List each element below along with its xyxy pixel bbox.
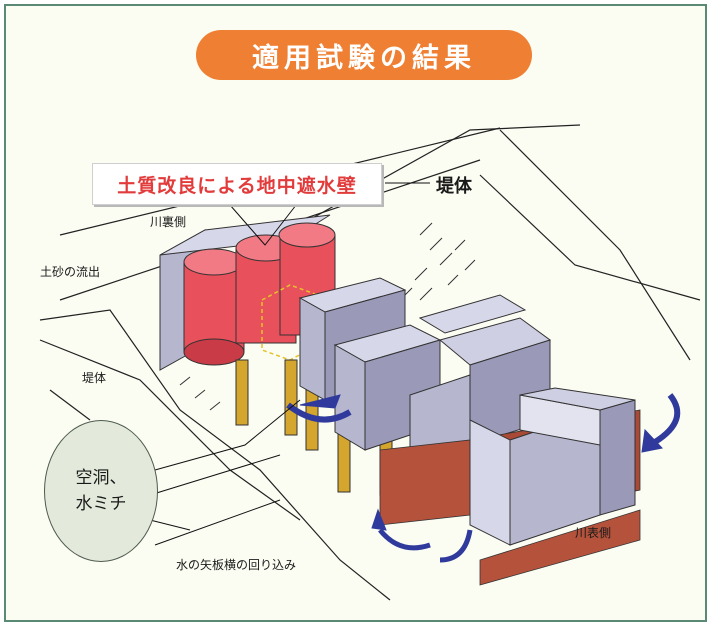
improvement-cylinders [183,222,336,366]
bubble-line-1: 空洞、 [75,468,127,488]
label-landside: 川裏側 [150,215,187,229]
label-riverside: 川表側 [575,526,612,540]
flow-arrows [286,393,681,563]
cavity-callout-bubble: 空洞、 水ミチ [44,420,158,562]
bubble-line-2: 水ミチ [75,494,127,514]
hatch-marks [179,222,476,411]
callout-box: 土質改良による地中遮水壁 [92,163,382,205]
label-embankment-top: 堤体 [436,176,472,197]
label-soil-outflow: 土砂の流出 [40,265,101,279]
improved-zone-outline [261,284,319,361]
page-title: 適用試験の結果 [196,30,532,80]
label-embankment-left: 堤体 [82,371,107,385]
connector-lines [149,182,430,546]
riverside-walls [469,387,636,546]
label-water-around-sheet: 水の矢板横の回り込み [176,558,297,572]
